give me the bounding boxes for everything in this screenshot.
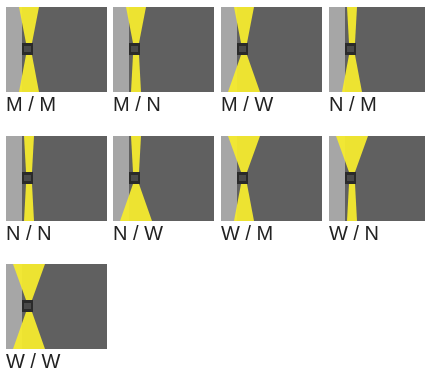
light-beam-thumbnail (329, 7, 425, 92)
up-beam (126, 7, 146, 43)
up-beam (131, 136, 141, 172)
fixture-lens (131, 175, 138, 181)
up-beam (234, 7, 254, 43)
beam-option-tile: W / M (221, 136, 322, 246)
fixture-lens (24, 46, 31, 52)
up-beam (24, 136, 34, 172)
wall-strip (329, 136, 345, 221)
fixture-lens (131, 46, 138, 52)
beam-option-label: N / W (113, 223, 163, 245)
fixture-lens (239, 175, 246, 181)
beam-option-tile: M / W (221, 7, 322, 117)
down-beam (13, 312, 45, 349)
light-beam-thumbnail (221, 136, 322, 221)
beam-option-label: N / M (329, 94, 377, 116)
beam-option-label: N / N (6, 223, 52, 245)
wall-strip (113, 136, 129, 221)
wall-strip (221, 136, 237, 221)
down-beam (131, 55, 141, 92)
wall-strip (6, 136, 22, 221)
beam-option-tile: M / N (113, 7, 214, 117)
beam-option-tile: N / M (329, 7, 425, 117)
fixture-lens (24, 303, 31, 309)
down-beam (234, 184, 254, 221)
light-beam-thumbnail (329, 136, 425, 221)
up-beam (228, 136, 260, 172)
beam-option-tile: W / W (6, 264, 107, 374)
beam-option-label: W / W (6, 351, 61, 373)
beam-option-label: M / W (221, 94, 274, 116)
wall-strip (113, 7, 129, 92)
down-beam (19, 55, 39, 92)
wall-strip (221, 7, 237, 92)
beam-option-tile: M / M (6, 7, 107, 117)
up-beam (336, 136, 368, 172)
up-beam (19, 7, 39, 43)
fixture-lens (347, 175, 354, 181)
light-beam-thumbnail (6, 136, 107, 221)
wall-strip (329, 7, 345, 92)
fixture-lens (24, 175, 31, 181)
beam-option-label: W / M (221, 223, 274, 245)
down-beam (120, 184, 152, 221)
fixture-lens (347, 46, 354, 52)
light-beam-thumbnail (113, 7, 214, 92)
light-beam-thumbnail (6, 264, 107, 349)
light-beam-thumbnail (113, 136, 214, 221)
wall-strip (6, 7, 22, 92)
down-beam (24, 184, 34, 221)
beam-option-tile: W / N (329, 136, 425, 246)
beam-option-label: M / M (6, 94, 56, 116)
beam-option-label: W / N (329, 223, 379, 245)
down-beam (342, 55, 362, 92)
down-beam (347, 184, 357, 221)
down-beam (228, 55, 260, 92)
light-beam-thumbnail (6, 7, 107, 92)
fixture-lens (239, 46, 246, 52)
beam-option-label: M / N (113, 94, 161, 116)
wall-strip (6, 264, 22, 349)
beam-option-tile: N / N (6, 136, 107, 246)
up-beam (347, 7, 357, 43)
beam-option-tile: N / W (113, 136, 214, 246)
light-beam-thumbnail (221, 7, 322, 92)
up-beam (13, 264, 45, 300)
